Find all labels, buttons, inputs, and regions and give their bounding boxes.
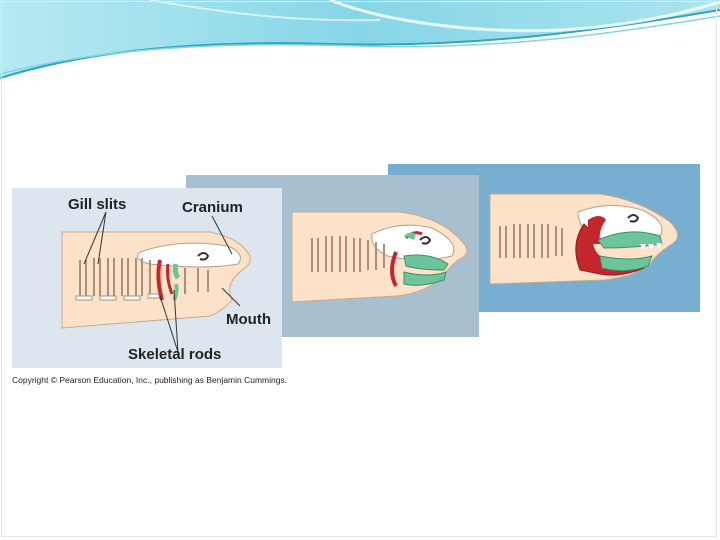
label-mouth: Mouth [226,311,271,328]
label-gill-slits: Gill slits [68,196,127,213]
label-cranium: Cranium [182,199,243,216]
copyright-text: Copyright © Pearson Education, Inc., pub… [12,375,288,385]
stage-1-head [61,211,251,353]
stage-3-head [489,193,678,285]
stage-2-head [291,211,468,303]
header-wave-decoration [0,0,720,79]
jaw-evolution-figure [12,164,700,368]
label-skeletal-rods: Skeletal rods [128,346,222,363]
